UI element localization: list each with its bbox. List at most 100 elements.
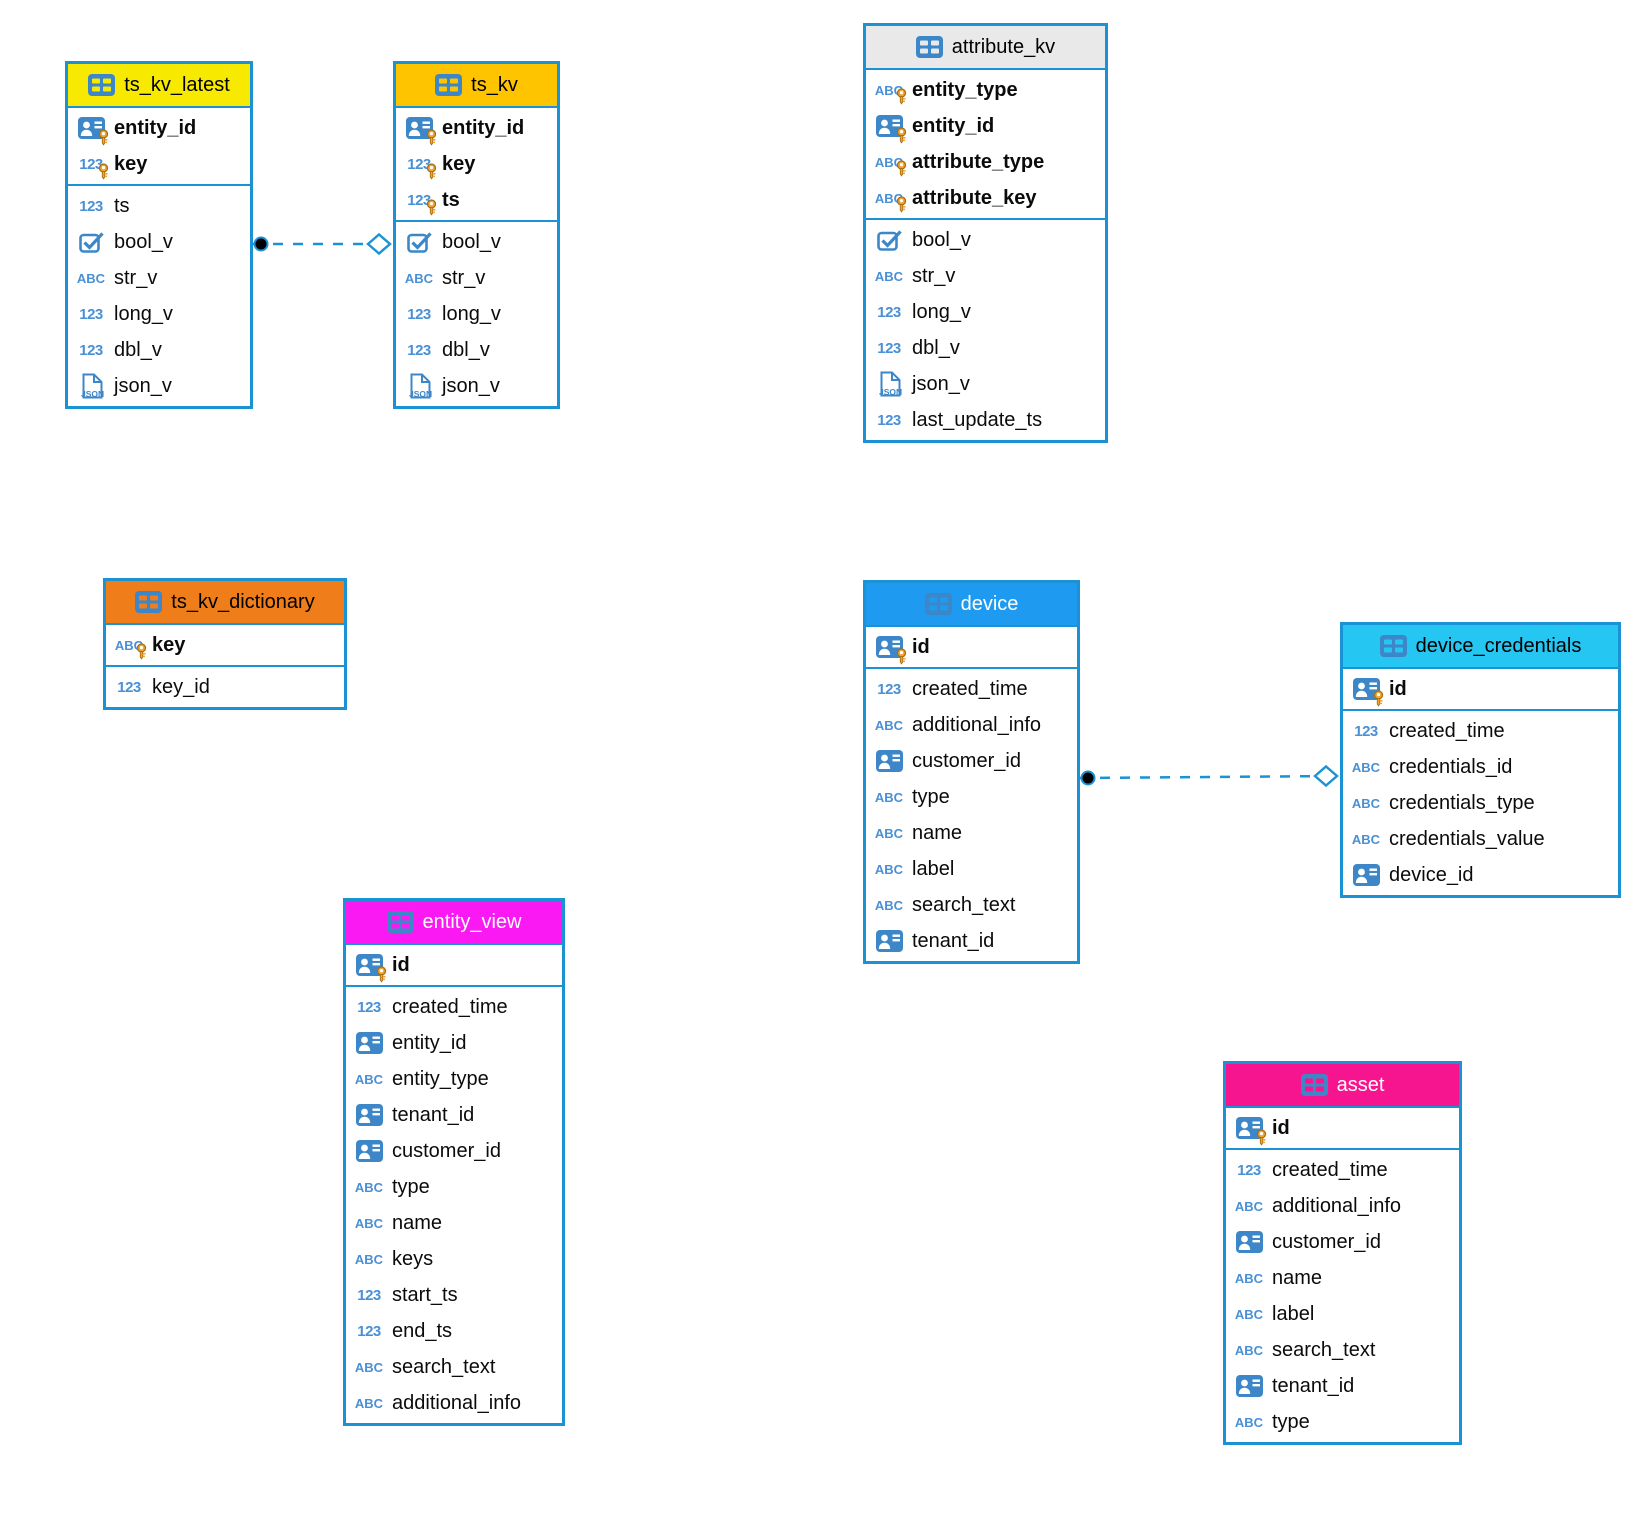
- number-type-icon: 123: [877, 339, 901, 357]
- table-header[interactable]: ts_kv: [396, 64, 557, 108]
- column-name: tenant_id: [1272, 1374, 1355, 1397]
- table-header[interactable]: asset: [1226, 1064, 1459, 1108]
- column-row[interactable]: id: [1226, 1110, 1459, 1146]
- column-row[interactable]: bool_v: [68, 224, 250, 260]
- primary-key-section: id: [866, 627, 1077, 669]
- column-row[interactable]: customer_id: [346, 1133, 562, 1169]
- table-title: ts_kv_latest: [124, 73, 230, 96]
- column-name: json_v: [912, 372, 970, 395]
- column-row[interactable]: tenant_id: [1226, 1368, 1459, 1404]
- column-row[interactable]: id: [346, 947, 562, 983]
- primary-key-section: id: [346, 945, 562, 987]
- table-header[interactable]: attribute_kv: [866, 26, 1105, 70]
- table-header[interactable]: device: [866, 583, 1077, 627]
- column-row[interactable]: entity_id: [866, 108, 1105, 144]
- column-row[interactable]: id: [866, 629, 1077, 665]
- column-name: created_time: [1272, 1158, 1388, 1181]
- relationship-ts_kv_latest-ts_kv[interactable]: [253, 232, 392, 256]
- table-header[interactable]: ts_kv_dictionary: [106, 581, 344, 625]
- column-row[interactable]: device_id: [1343, 857, 1618, 893]
- column-row[interactable]: customer_id: [1226, 1224, 1459, 1260]
- text-type-icon: ABC: [354, 1071, 384, 1087]
- text-type-icon: ABC: [354, 1251, 384, 1267]
- column-row[interactable]: entity_id: [396, 110, 557, 146]
- table-header[interactable]: device_credentials: [1343, 625, 1618, 669]
- table-header[interactable]: entity_view: [346, 901, 562, 945]
- column-row[interactable]: entity_id: [68, 110, 250, 146]
- column-row[interactable]: customer_id: [866, 743, 1077, 779]
- column-row[interactable]: tenant_id: [866, 923, 1077, 959]
- table-header[interactable]: ts_kv_latest: [68, 64, 250, 108]
- boolean-type-icon: [872, 229, 906, 252]
- column-name: dbl_v: [912, 336, 960, 359]
- column-row[interactable]: bool_v: [866, 222, 1105, 258]
- primary-key-icon: [426, 198, 437, 216]
- reference-type-icon: [352, 1104, 386, 1126]
- column-row[interactable]: id: [1343, 671, 1618, 707]
- column-name: json_v: [114, 374, 172, 397]
- column-row[interactable]: 123 dbl_v: [866, 330, 1105, 366]
- column-name: name: [392, 1211, 443, 1234]
- reference-type-icon: [74, 117, 109, 146]
- column-row[interactable]: tenant_id: [346, 1097, 562, 1133]
- number-type-icon: 123: [877, 411, 901, 429]
- column-row[interactable]: bool_v: [396, 224, 557, 260]
- column-row[interactable]: entity_id: [346, 1025, 562, 1061]
- relationship-device-device_credentials[interactable]: [1079, 764, 1339, 788]
